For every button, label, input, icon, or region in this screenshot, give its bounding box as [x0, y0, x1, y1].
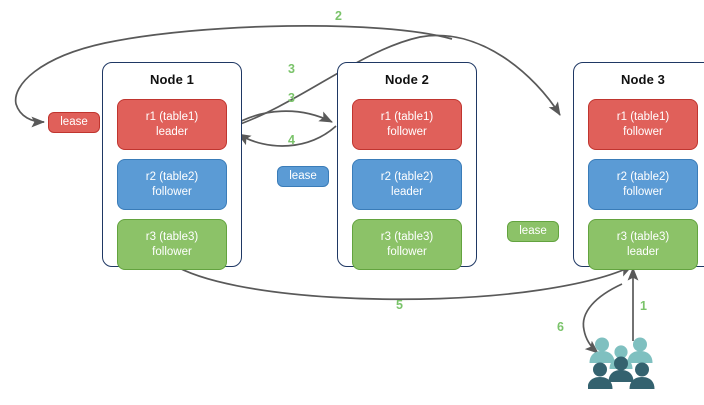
- replica-line1: r1 (table1): [145, 111, 199, 123]
- replica-node2-r1[interactable]: r1 (table1) follower: [352, 99, 462, 150]
- arrow-step-4: [237, 125, 337, 147]
- node-card-1: Node 1 r1 (table1) leader r2 (table2) fo…: [102, 62, 242, 270]
- arrow-step-3-lower: [231, 110, 333, 127]
- replica-node3-r3[interactable]: r3 (table3) leader: [588, 219, 698, 270]
- replica-line1: r3 (table3): [380, 231, 434, 243]
- step-label-3-lower: 3: [288, 91, 295, 105]
- replica-node2-r3[interactable]: r3 (table3) follower: [352, 219, 462, 270]
- replica-line2: leader: [391, 185, 423, 198]
- replica-node3-r2[interactable]: r2 (table2) follower: [588, 159, 698, 210]
- step-label-4: 4: [288, 133, 295, 147]
- replica-line1: r3 (table3): [145, 231, 199, 243]
- replica-line2: follower: [152, 245, 192, 258]
- replica-line1: r2 (table2): [380, 171, 434, 183]
- node-title-1: Node 1: [150, 72, 194, 87]
- replica-line1: r1 (table1): [616, 111, 670, 123]
- replica-line2: leader: [627, 245, 659, 258]
- step-label-5: 5: [396, 298, 403, 312]
- replica-line1: r3 (table3): [616, 231, 670, 243]
- replica-line2: follower: [623, 185, 663, 198]
- replica-node1-r2[interactable]: r2 (table2) follower: [117, 159, 227, 210]
- lease-chip-green[interactable]: lease: [507, 221, 559, 242]
- replica-line2: follower: [387, 245, 427, 258]
- node-title-3: Node 3: [621, 72, 665, 87]
- step-label-2: 2: [335, 9, 342, 23]
- replica-line1: r1 (table1): [380, 111, 434, 123]
- replica-line2: follower: [623, 125, 663, 138]
- replica-line1: r2 (table2): [145, 171, 199, 183]
- node-title-2: Node 2: [385, 72, 429, 87]
- users-group-icon: [588, 337, 655, 389]
- node-card-3: Node 3 r1 (table1) follower r2 (table2) …: [573, 62, 704, 270]
- replica-line2: follower: [152, 185, 192, 198]
- step-label-6: 6: [557, 320, 564, 334]
- lease-chip-red[interactable]: lease: [48, 112, 100, 133]
- node-card-2: Node 2 r1 (table1) follower r2 (table2) …: [337, 62, 477, 270]
- replica-node1-r1[interactable]: r1 (table1) leader: [117, 99, 227, 150]
- replica-node1-r3[interactable]: r3 (table3) follower: [117, 219, 227, 270]
- replica-node2-r2[interactable]: r2 (table2) leader: [352, 159, 462, 210]
- replica-line2: follower: [387, 125, 427, 138]
- lease-chip-blue[interactable]: lease: [277, 166, 329, 187]
- replica-node3-r1[interactable]: r1 (table1) follower: [588, 99, 698, 150]
- step-label-1: 1: [640, 299, 647, 313]
- replica-line1: r2 (table2): [616, 171, 670, 183]
- replica-line2: leader: [156, 125, 188, 138]
- step-label-3-upper: 3: [288, 62, 295, 76]
